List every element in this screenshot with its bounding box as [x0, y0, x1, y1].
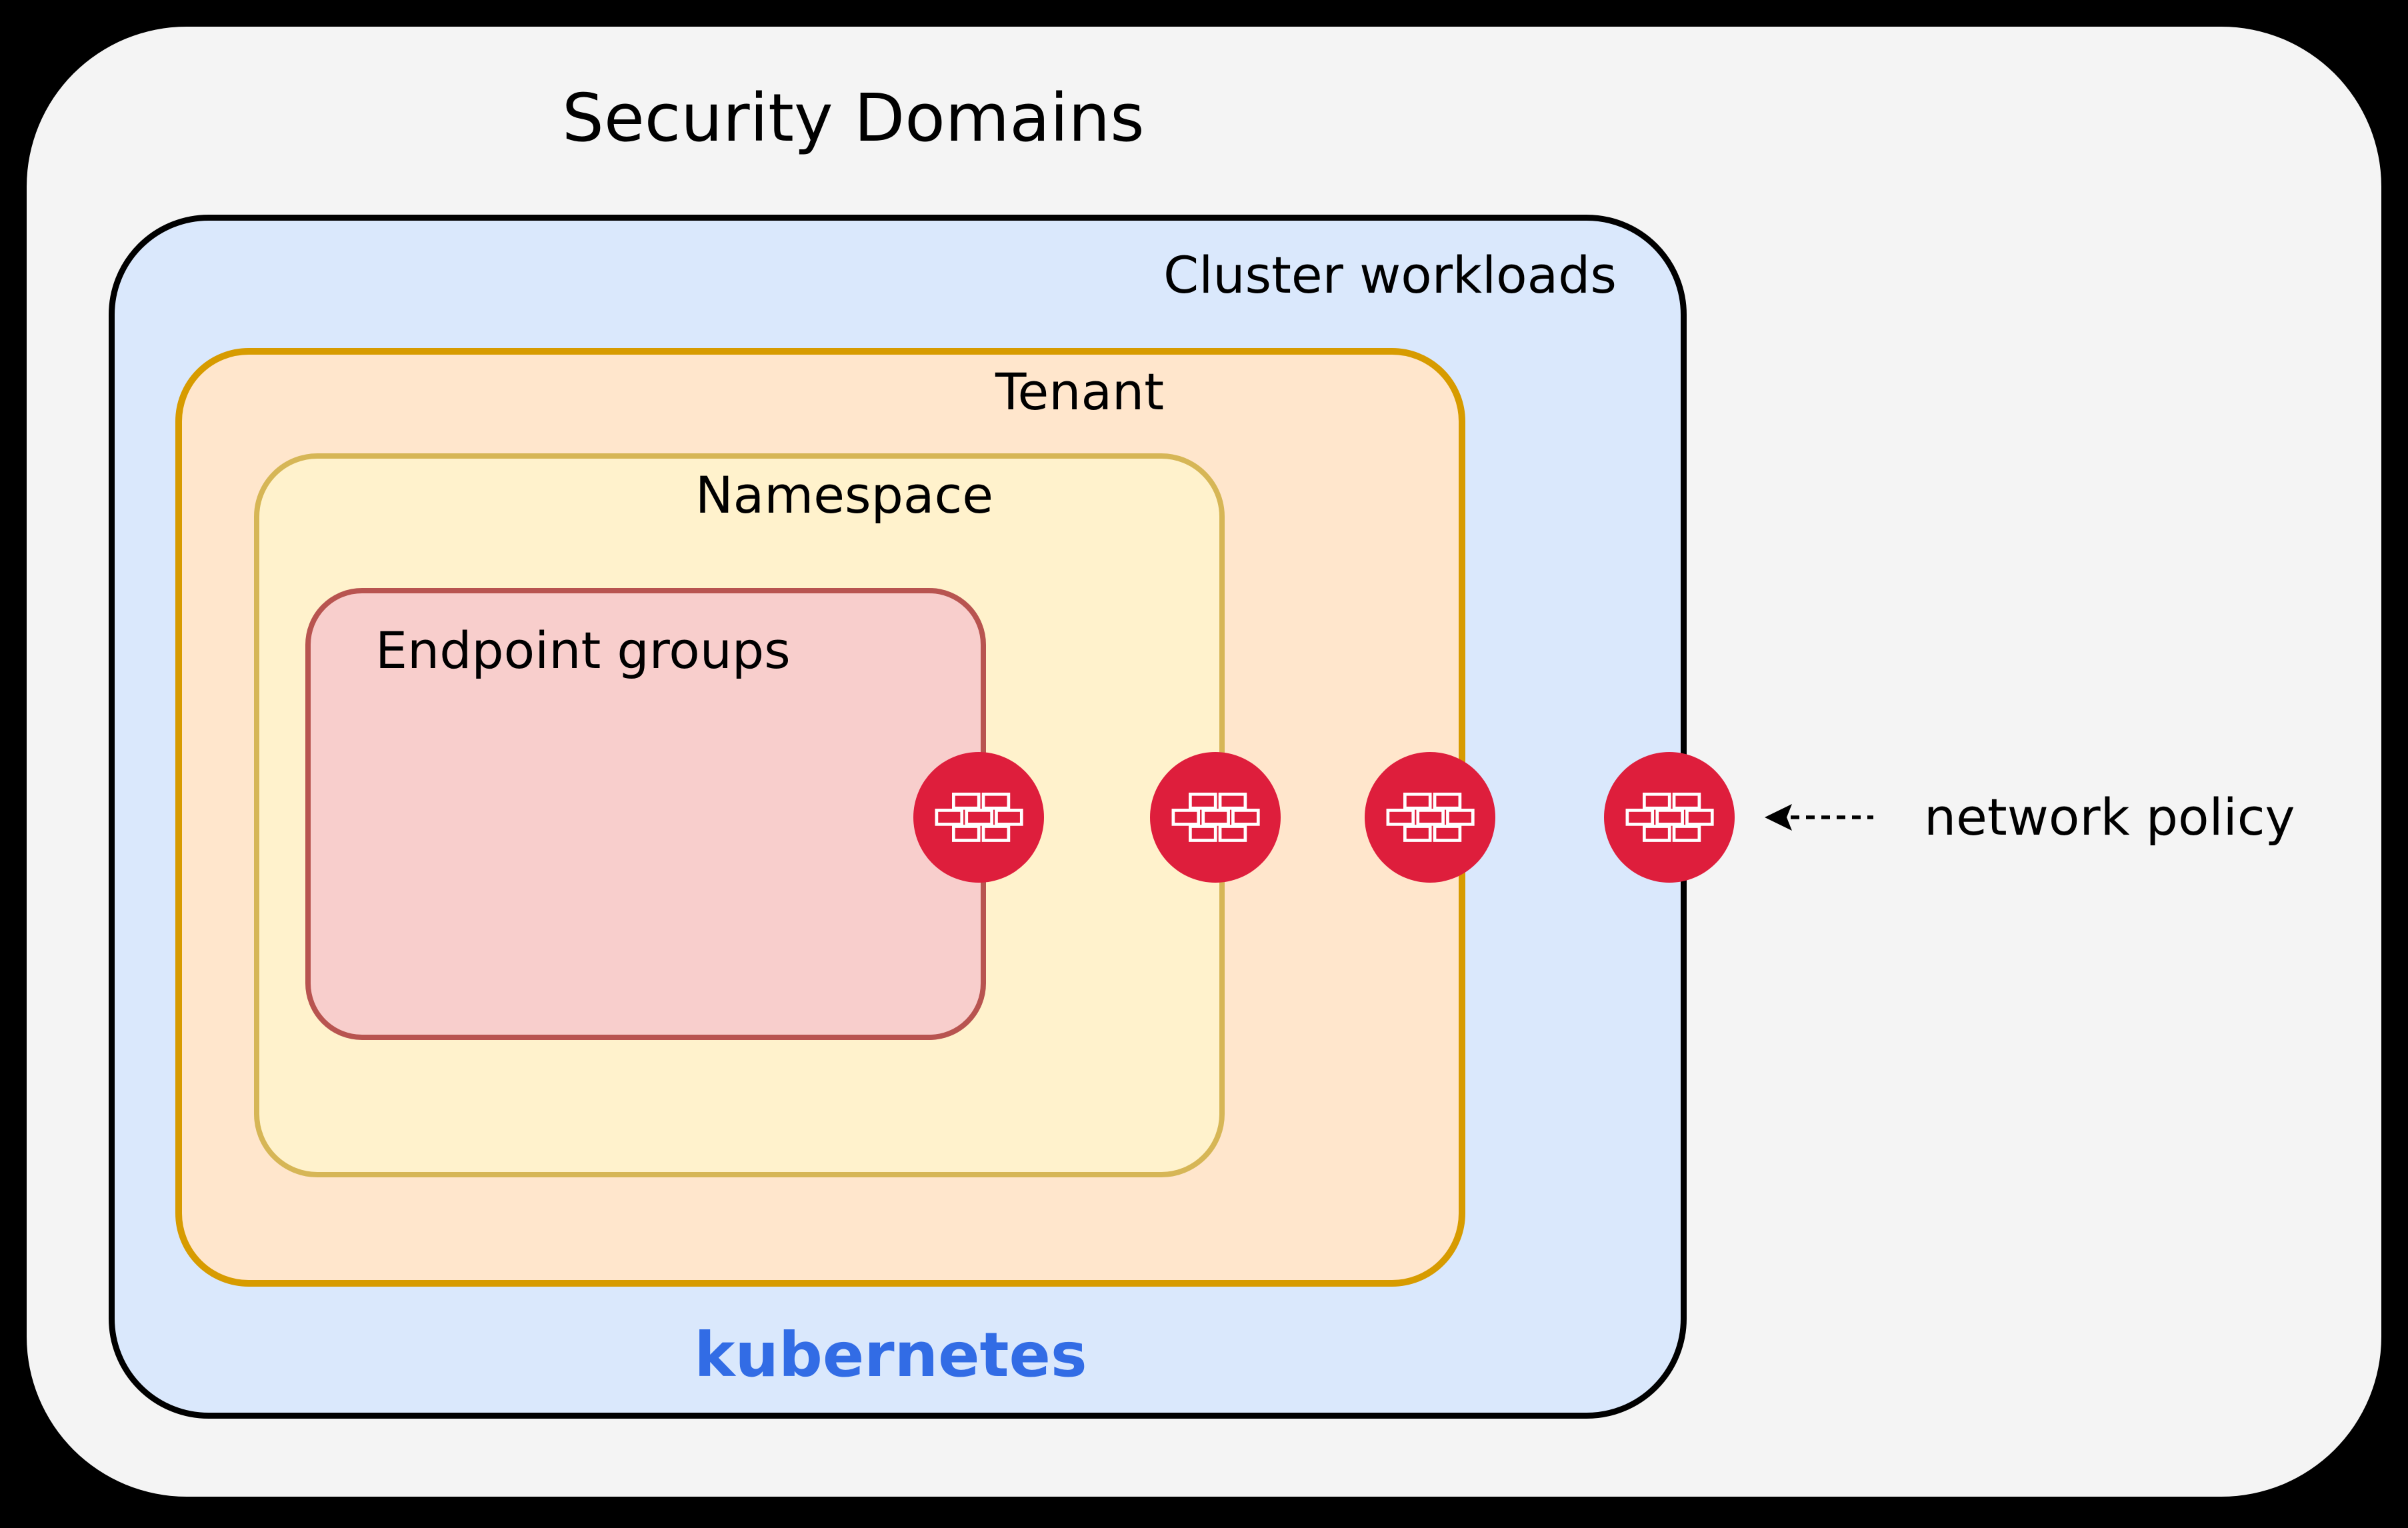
network-policy-arrow-icon: [1765, 804, 1873, 831]
firewall-icon: [1604, 752, 1735, 883]
firewall-icon: [1150, 752, 1281, 883]
endpoint-groups-label: Endpoint groups: [375, 621, 791, 680]
namespace-label: Namespace: [695, 465, 993, 525]
domain-box-endpoint-groups: Endpoint groups: [305, 588, 986, 1040]
network-policy-label: network policy: [1924, 787, 2295, 847]
page-title: Security Domains: [562, 80, 1145, 157]
kubernetes-wordmark: kubernetes: [694, 1319, 1087, 1391]
tenant-label: Tenant: [995, 362, 1164, 421]
firewall-icon: [913, 752, 1044, 883]
domain-box-namespace: Namespace Endpoint groups: [254, 453, 1225, 1177]
cluster-workloads-label: Cluster workloads: [1163, 245, 1617, 305]
firewall-icon: [1365, 752, 1495, 883]
